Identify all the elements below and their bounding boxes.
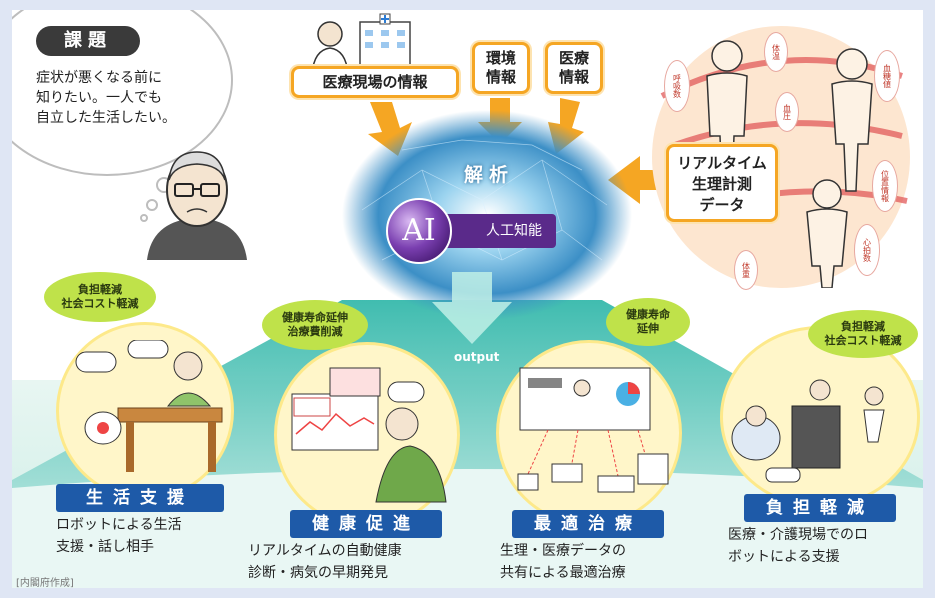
desc-line: 共有による最適治療: [500, 565, 626, 581]
vital-tag-heart-rate: 心拍数: [854, 224, 880, 276]
issue-title: 課題: [64, 30, 112, 51]
desc-line: リアルタイムの自動健康: [248, 543, 402, 559]
vital-tag-weight: 体重: [734, 250, 758, 290]
medical-site-info-box: 医療現場の情報: [291, 66, 459, 98]
vital-tag-blood-pressure: 血圧: [775, 92, 799, 132]
benefit-bubble-health-promotion: 健康寿命延伸 治療費削減: [262, 300, 368, 350]
medical-info-line: 医療: [558, 49, 589, 67]
elderly-man-illustration: [147, 151, 247, 260]
benefit-desc-optimal-treatment: 生理・医療データの 共有による最適治療: [500, 540, 626, 584]
environment-info-line: 情報: [485, 68, 516, 86]
benefit-label-burden-reduction: 負担軽減: [744, 494, 896, 522]
bubble-line: 社会コスト軽減: [824, 334, 902, 347]
source-credit: [内閣府作成]: [16, 578, 74, 588]
bubble-line: 延伸: [637, 322, 659, 335]
desc-line: 診断・病気の早期発見: [248, 565, 388, 581]
analysis-label: 解析: [464, 164, 515, 186]
environment-info-line: 環境: [485, 49, 516, 67]
vital-tag-blood-sugar: 血糖値: [874, 50, 900, 102]
ai-sphere: [386, 198, 452, 264]
output-label: output: [454, 350, 500, 364]
benefit-bubble-life-support: 負担軽減 社会コスト軽減: [44, 272, 156, 322]
benefit-desc-burden-reduction: 医療・介護現場でのロ ボットによる支援: [728, 524, 868, 568]
realtime-data-line: リアルタイム: [677, 154, 767, 172]
benefit-desc-health-promotion: リアルタイムの自動健康 診断・病気の早期発見: [248, 540, 402, 584]
data-sharing-illustration: [517, 367, 669, 493]
bubble-line: 社会コスト軽減: [61, 297, 139, 310]
bubble-line: 負担軽減: [841, 320, 885, 333]
benefit-bubble-burden-reduction: 負担軽減 社会コスト軽減: [808, 310, 918, 358]
bubble-line: 健康寿命延伸: [282, 311, 348, 324]
realtime-data-line: 生理計測: [691, 175, 752, 193]
bubble-line: 負担軽減: [78, 283, 122, 296]
medical-site-info-label: 医療現場の情報: [322, 73, 428, 91]
benefit-label-optimal-treatment: 最適治療: [512, 510, 664, 538]
vital-tag-body-temp: 体温: [764, 32, 788, 72]
benefit-label-health-promotion: 健康促進: [290, 510, 442, 538]
vital-tag-position: 位置情報: [872, 160, 898, 212]
output-arrow-icon: [432, 272, 512, 344]
realtime-data-line: データ: [699, 196, 745, 214]
medical-info-box: 医療 情報: [545, 42, 603, 94]
issue-text-line: 自立した生活したい。: [36, 110, 176, 126]
desc-line: ロボットによる生活: [56, 517, 182, 533]
environment-info-box: 環境 情報: [472, 42, 530, 94]
benefit-bubble-optimal-treatment: 健康寿命 延伸: [606, 298, 690, 346]
health-monitor-illustration: [291, 367, 447, 503]
desc-line: 生理・医療データの: [500, 543, 626, 559]
ai-healthcare-diagram: 課題 症状が悪くなる前に 知りたい。一人でも 自立した生活したい。 医療現場の情…: [12, 10, 923, 588]
bubble-line: 健康寿命: [626, 308, 670, 321]
arrow-left-icon: [608, 156, 667, 204]
issue-text-line: 知りたい。一人でも: [36, 90, 162, 106]
care-robot-illustration: [731, 379, 885, 483]
desc-line: 支援・話し相手: [56, 539, 154, 555]
vital-tag-breathing: 呼吸数: [664, 60, 690, 112]
ai-sphere-text: AI: [402, 213, 436, 248]
medical-info-line: 情報: [558, 68, 589, 86]
issue-title-badge: 課題: [36, 26, 140, 56]
bubble-line: 治療費削減: [287, 325, 343, 338]
benefit-desc-life-support: ロボットによる生活 支援・話し相手: [56, 514, 182, 558]
desc-line: 医療・介護現場でのロ: [728, 527, 868, 543]
robot-table-illustration: [75, 340, 223, 472]
issue-text: 症状が悪くなる前に 知りたい。一人でも 自立した生活したい。: [36, 68, 176, 128]
benefit-label-life-support: 生活支援: [56, 484, 224, 512]
ai-label-text: 人工知能: [486, 223, 542, 239]
issue-text-line: 症状が悪くなる前に: [36, 70, 162, 86]
realtime-data-box: リアルタイム 生理計測 データ: [666, 144, 778, 222]
doctor-hospital-icon: [311, 13, 411, 74]
desc-line: ボットによる支援: [728, 549, 840, 565]
